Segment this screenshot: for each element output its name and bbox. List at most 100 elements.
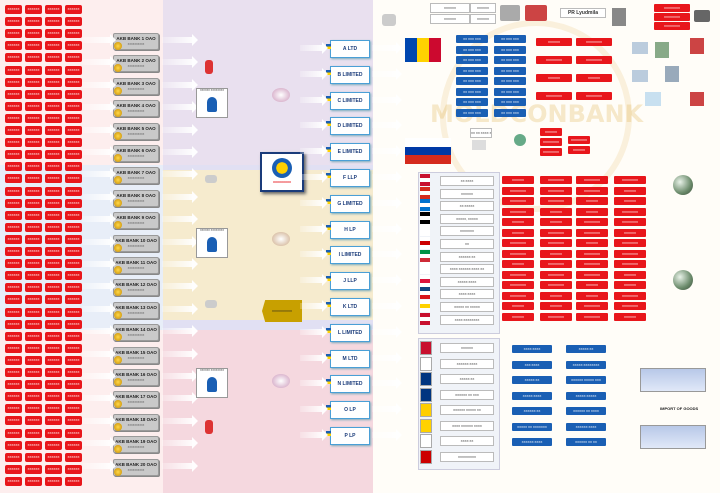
europe-red-box[interactable]: XXXXXX — [576, 197, 608, 205]
moldova-blue-box[interactable]: XX XXX XXX — [456, 108, 488, 117]
company-box[interactable]: A LTD — [330, 40, 370, 58]
left-red-box[interactable]: XXXXXX — [5, 452, 22, 462]
left-red-box[interactable]: XXXXXX — [65, 234, 82, 244]
left-red-box[interactable]: XXXXXX — [5, 283, 22, 293]
left-red-box[interactable]: XXXXXX — [45, 5, 62, 14]
europe-red-box[interactable]: XXXXXXXX — [614, 239, 646, 247]
ru-red-box[interactable]: XXXXXXXX — [540, 148, 562, 156]
top-box[interactable]: XXXXXX — [430, 14, 470, 24]
left-red-box[interactable]: XXXXXX — [25, 65, 42, 75]
europe-red-box[interactable]: XXXXXXXX — [502, 207, 534, 216]
left-red-box[interactable]: XXXXXX — [5, 210, 22, 220]
left-red-box[interactable]: XXXXXX — [5, 416, 22, 426]
moldova-blue-box[interactable]: XX XXX XXX — [456, 45, 488, 54]
europe-red-box[interactable]: XXXXXXXX — [614, 291, 646, 300]
moldova-red-box[interactable]: XXXXXXXX — [536, 92, 572, 100]
europe-bank-box[interactable]: XX — [440, 239, 494, 249]
europe-red-box[interactable]: XXXXXXXX — [576, 270, 608, 279]
europe-red-box[interactable]: XXXXXX — [502, 218, 534, 226]
right-top-box[interactable]: XXXXXXXX — [654, 22, 690, 30]
left-red-box[interactable]: XXXXXX — [5, 319, 22, 329]
left-red-box[interactable]: XXXXXX — [25, 295, 42, 305]
left-red-box[interactable]: XXXXXX — [25, 41, 42, 51]
left-red-box[interactable]: XXXXXX — [5, 392, 22, 402]
europe-red-box[interactable]: XXXXXXXX — [502, 291, 534, 300]
left-red-box[interactable]: XXXXXX — [45, 210, 62, 220]
europe-red-box[interactable]: XXXXXXXX — [576, 249, 608, 258]
moldova-blue-box[interactable]: XX XXX XXX — [494, 87, 526, 96]
left-red-box[interactable]: XXXXXX — [5, 331, 22, 341]
left-red-box[interactable]: XXXXXX — [25, 319, 42, 329]
left-red-box[interactable]: XXXXXX — [45, 368, 62, 377]
left-red-box[interactable]: XXXXXX — [25, 101, 42, 111]
left-red-box[interactable]: XXXXXX — [65, 380, 82, 390]
moldova-red-box[interactable]: XXXXXX — [576, 74, 612, 82]
europe-bank-box[interactable]: XXXXX XXXX — [440, 276, 494, 287]
other-bank-box[interactable]: XXXXXX — [440, 343, 494, 353]
blue-bank-box[interactable]: XXX XXXX — [512, 360, 552, 369]
left-red-box[interactable]: XXXXXX — [65, 17, 82, 27]
left-red-box[interactable]: XXXXXX — [65, 222, 82, 232]
left-red-box[interactable]: XXXXXX — [25, 186, 42, 196]
company-box[interactable]: K LTD — [330, 298, 370, 316]
left-red-box[interactable]: XXXXXX — [45, 41, 62, 51]
blue-bank-box[interactable]: XXXX XXXX — [512, 345, 552, 353]
europe-red-box[interactable]: XXXXXX — [614, 312, 646, 321]
left-red-box[interactable]: XXXXXX — [65, 271, 82, 281]
europe-red-box[interactable]: XXXXXXXX — [502, 197, 534, 205]
europe-red-box[interactable]: XXXXXX — [614, 270, 646, 279]
left-red-box[interactable]: XXXXXX — [5, 53, 22, 63]
left-red-box[interactable]: XXXXXX — [65, 464, 82, 474]
left-red-box[interactable]: XXXXXX — [25, 247, 42, 256]
moldova-blue-box[interactable]: XX XXX XXX — [494, 66, 526, 75]
ru-red-box[interactable]: XXXXXX — [568, 146, 590, 154]
left-red-box[interactable]: XXXXXX — [25, 17, 42, 27]
blue-bank-box[interactable]: XXXXXX XXXXX XXX — [566, 376, 606, 384]
top-box[interactable]: XXXXXX — [430, 3, 470, 13]
pr-label[interactable]: PR Lyudmila — [560, 8, 606, 18]
left-red-box[interactable]: XXXXXX — [25, 210, 42, 220]
europe-red-box[interactable]: XXXXXXXX — [502, 281, 534, 289]
left-red-box[interactable]: XXXXXX — [65, 113, 82, 123]
blue-bank-box[interactable]: XXXXXX XX XX — [566, 438, 606, 446]
left-red-box[interactable]: XXXXXX — [65, 89, 82, 99]
left-red-box[interactable]: XXXXXX — [65, 150, 82, 160]
left-red-box[interactable]: XXXXXX — [65, 452, 82, 462]
founder-2[interactable]: XXXXXX XXXXXXXX — [196, 228, 228, 258]
left-red-box[interactable]: XXXXXX — [25, 404, 42, 414]
europe-red-box[interactable]: XXXXXX — [502, 176, 534, 184]
left-red-box[interactable]: XXXXXX — [45, 259, 62, 269]
left-red-box[interactable]: XXXXXX — [65, 331, 82, 341]
left-red-box[interactable]: XXXXXX — [5, 259, 22, 269]
left-red-box[interactable]: XXXXXX — [25, 89, 42, 99]
right-top-box[interactable]: XXXXXXXX — [654, 4, 690, 12]
left-red-box[interactable]: XXXXXX — [5, 126, 22, 135]
left-red-box[interactable]: XXXXXX — [45, 162, 62, 172]
europe-red-box[interactable]: XXXXXX — [502, 302, 534, 310]
left-red-box[interactable]: XXXXXX — [45, 271, 62, 281]
left-red-box[interactable]: XXXXXX — [25, 162, 42, 172]
europe-red-box[interactable]: XXXXXXXX — [540, 228, 572, 237]
left-red-box[interactable]: XXXXXX — [65, 283, 82, 293]
europe-red-box[interactable]: XXXXXX — [540, 291, 572, 300]
top-box[interactable]: XXXXXX — [470, 14, 496, 24]
europe-red-box[interactable]: XXXXXX — [614, 197, 646, 205]
europe-red-box[interactable]: XXXXXXXX — [540, 281, 572, 289]
left-red-box[interactable]: XXXXXX — [25, 234, 42, 244]
left-red-box[interactable]: XXXXXX — [65, 5, 82, 14]
left-red-box[interactable]: XXXXXX — [65, 210, 82, 220]
europe-bank-box[interactable]: XXXXXXX — [440, 226, 494, 237]
left-red-box[interactable]: XXXXXX — [45, 380, 62, 390]
left-red-box[interactable]: XXXXXX — [65, 29, 82, 39]
left-red-box[interactable]: XXXXXX — [5, 440, 22, 450]
left-red-box[interactable]: XXXXXX — [65, 404, 82, 414]
left-red-box[interactable]: XXXXXX — [45, 295, 62, 305]
left-red-box[interactable]: XXXXXX — [45, 404, 62, 414]
left-red-box[interactable]: XXXXXX — [45, 247, 62, 256]
left-red-box[interactable]: XXXXXX — [25, 307, 42, 317]
moldova-red-box[interactable]: XXXXXXXX — [576, 38, 612, 46]
